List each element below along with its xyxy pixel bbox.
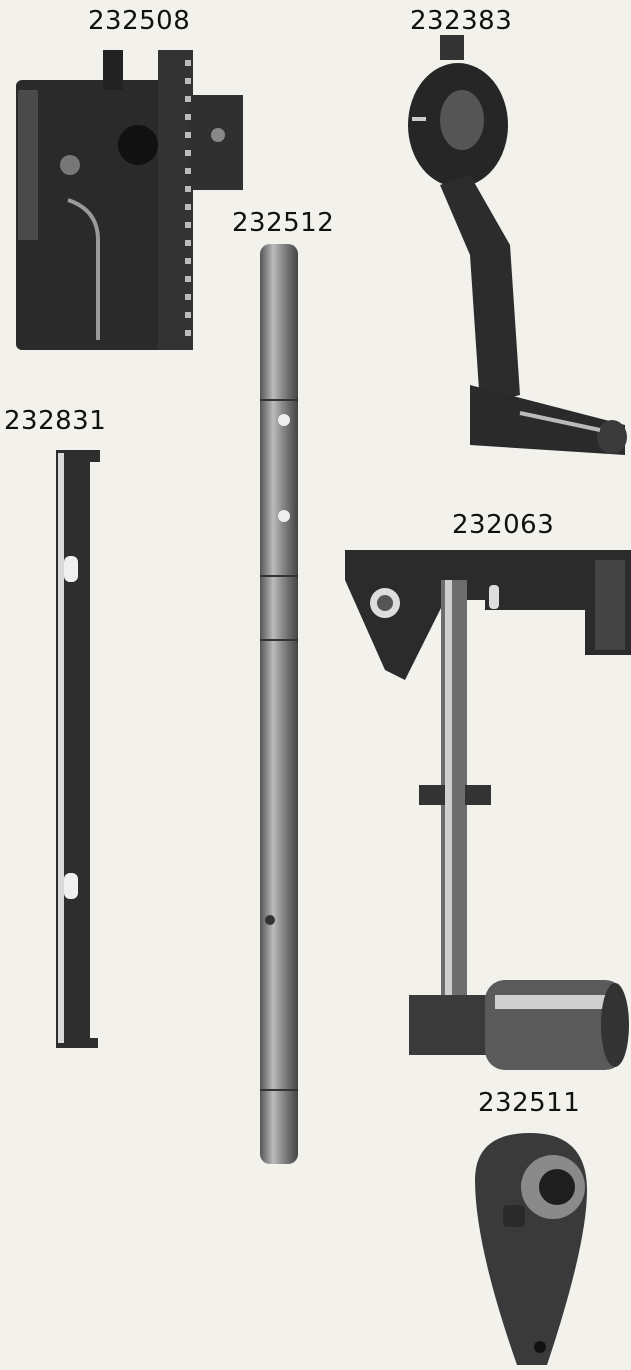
part-number-232511: 232511 [478, 1088, 581, 1118]
part-number-232383: 232383 [410, 6, 513, 36]
part-number-232063: 232063 [452, 510, 555, 540]
part-image-232831 [56, 450, 100, 1048]
part-image-232383 [408, 35, 627, 455]
part-number-232831: 232831 [4, 406, 107, 436]
part-image-232512 [260, 244, 298, 1164]
part-number-232508: 232508 [88, 6, 191, 36]
part-image-232063 [345, 550, 631, 1070]
part-image-232511 [475, 1133, 587, 1365]
part-image-232508 [16, 50, 243, 350]
part-number-232512: 232512 [232, 208, 335, 238]
